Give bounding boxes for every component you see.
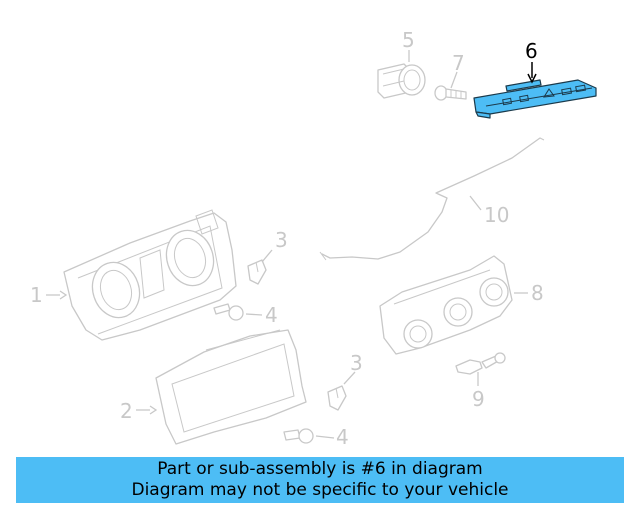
info-banner: Part or sub-assembly is #6 in diagram Di… [16, 457, 624, 503]
callout-10: 10 [484, 203, 509, 227]
callout-4-lower: 4 [336, 425, 349, 449]
part-6-switch-panel [473, 79, 597, 119]
callout-5: 5 [402, 28, 415, 52]
part-3-clip-upper [247, 259, 267, 285]
callout-3-upper: 3 [275, 228, 288, 252]
callout-8: 8 [531, 281, 544, 305]
part-1-instrument-cluster [63, 209, 237, 341]
banner-line-part-number: Part or sub-assembly is #6 in diagram [157, 459, 483, 479]
callout-7: 7 [452, 51, 465, 75]
banner-line-disclaimer: Diagram may not be specific to your vehi… [131, 480, 509, 500]
callout-1: 1 [30, 283, 43, 307]
part-5-knob [377, 63, 426, 99]
part-10-cable [319, 137, 545, 261]
part-9-sensor [455, 352, 506, 375]
callout-2: 2 [120, 399, 133, 423]
part-4-screw-lower [283, 428, 314, 444]
leader-lines [46, 50, 537, 439]
part-2-cluster-lens [155, 329, 307, 445]
part-4-screw-upper [213, 303, 244, 321]
part-8-control-panel [379, 255, 513, 355]
callout-9: 9 [472, 387, 485, 411]
part-3-clip-lower [327, 385, 347, 411]
callout-6: 6 [525, 39, 538, 63]
callout-3-lower: 3 [350, 351, 363, 375]
callout-4-upper: 4 [265, 303, 278, 327]
part-7-screw [434, 85, 467, 101]
